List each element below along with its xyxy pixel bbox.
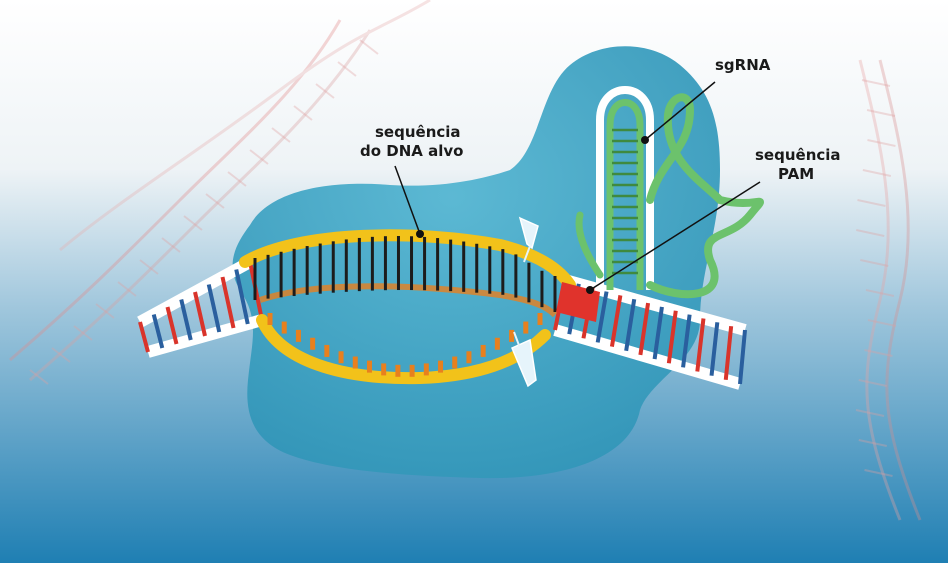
target-dna-label-line1: sequência: [375, 123, 461, 141]
pam-leader-dot: [586, 286, 594, 294]
target-dna-label-line2: do DNA alvo: [360, 142, 463, 160]
sgrna-label-text: sgRNA: [715, 56, 771, 74]
sgrna-leader-dot: [641, 136, 649, 144]
pam-label-line2: PAM: [778, 165, 814, 183]
target-dna-leader-dot: [416, 230, 424, 238]
pam-label-line1: sequência: [755, 146, 841, 164]
